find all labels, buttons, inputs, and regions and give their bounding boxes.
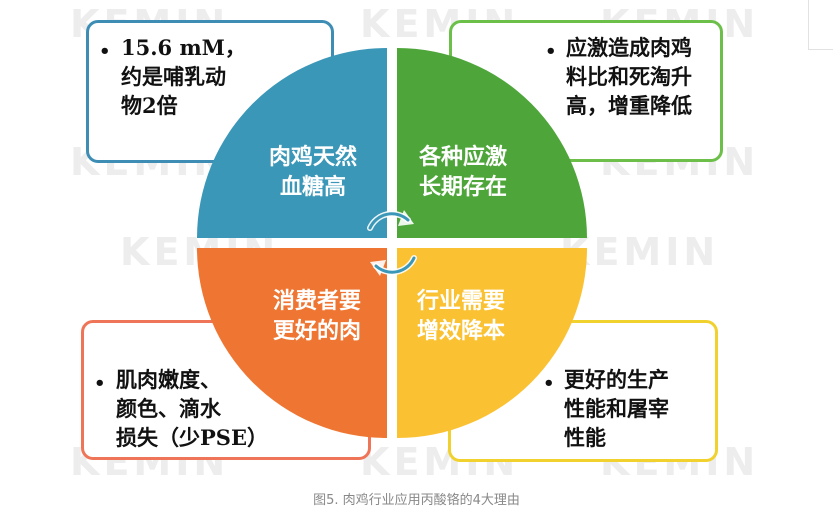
callout-text: 更好的生产 性能和屠宰 性能 — [564, 367, 669, 450]
bullet-icon: • — [545, 41, 557, 62]
quadrant-label-top-right: 各种应激 长期存在 — [418, 144, 507, 200]
cycle-arrows-icon — [367, 210, 417, 276]
quadrant-bottom-right — [397, 248, 587, 438]
page-edge-panel — [808, 0, 833, 50]
quadrant-label-top-left: 肉鸡天然 血糖高 — [268, 144, 357, 200]
figure-caption: 图5. 肉鸡行业应用丙酸铬的4大理由 — [313, 493, 520, 508]
bullet-icon: • — [94, 373, 106, 394]
bullet-icon: • — [99, 41, 111, 62]
callout-text: 应激造成肉鸡 料比和死淘升 高，增重降低 — [566, 35, 692, 118]
callout-text: 肌肉嫩度、 颜色、滴水 损失（少PSE） — [116, 367, 268, 450]
quadrant-label-bottom-left: 消费者要 更好的肉 — [272, 288, 361, 344]
quadrant-top-right — [397, 48, 587, 238]
quadrant-label-bottom-right: 行业需要 增效降本 — [416, 288, 505, 344]
callout-text: 15.6 mM， 约是哺乳动 物2倍 — [121, 35, 246, 118]
bullet-icon: • — [543, 373, 555, 394]
quadrant-top-left — [197, 48, 387, 238]
quadrant-bottom-left — [197, 248, 387, 438]
